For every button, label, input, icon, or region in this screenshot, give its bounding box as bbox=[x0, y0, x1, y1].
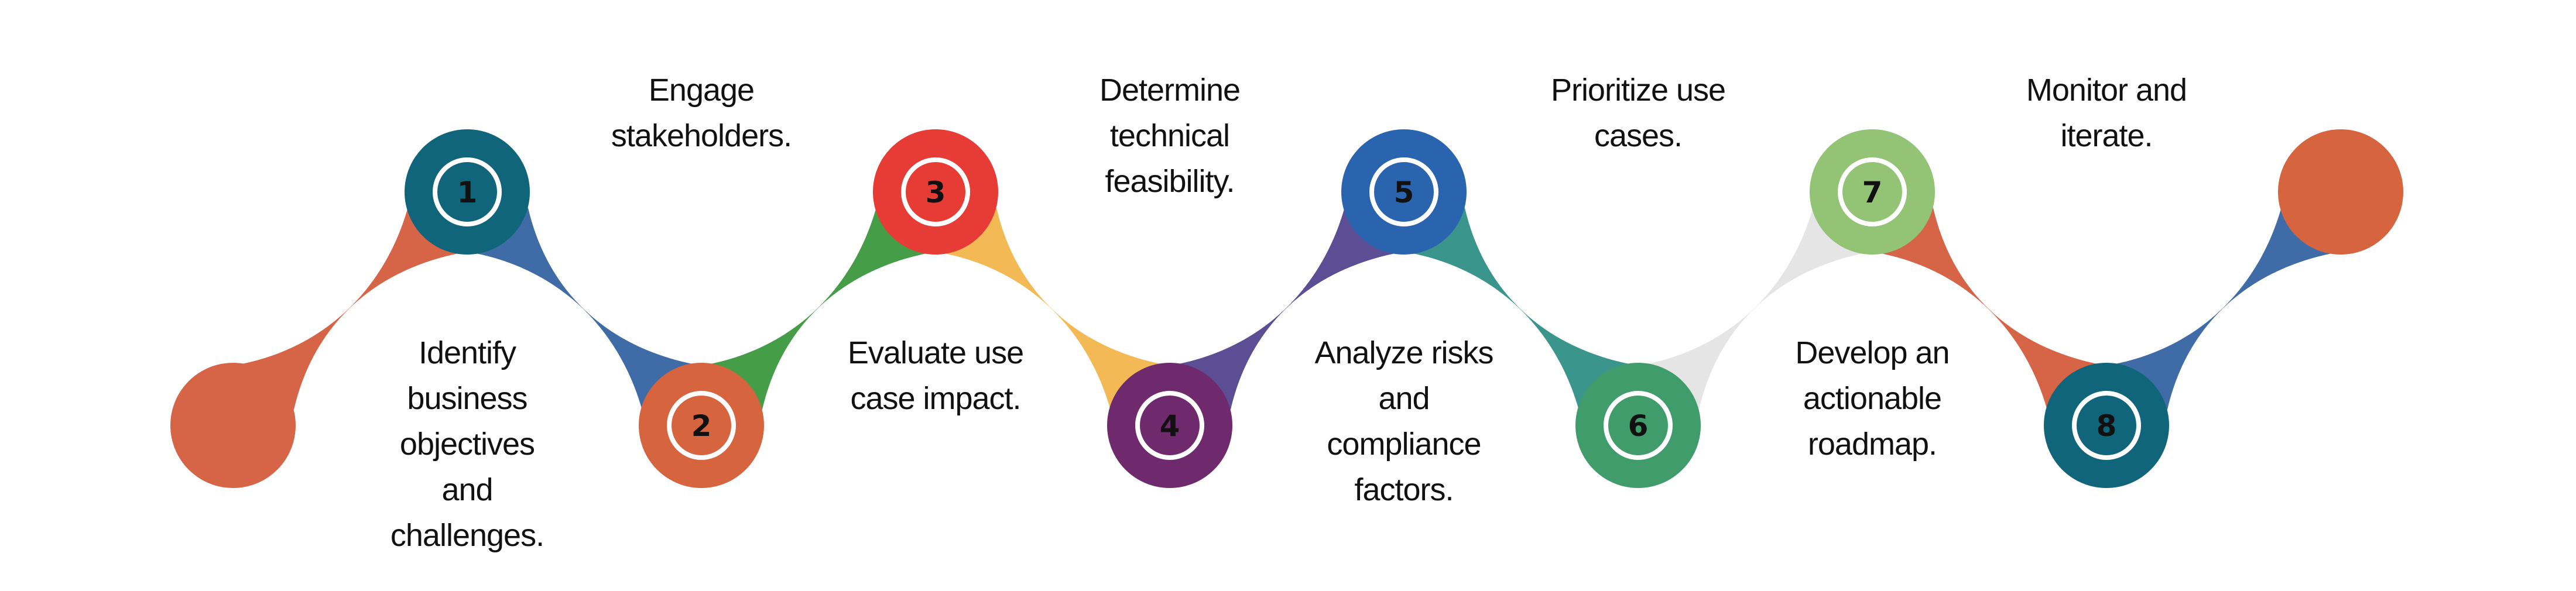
step-label-line: business bbox=[407, 381, 527, 416]
step-inner-ring bbox=[1135, 391, 1204, 460]
step-label-line: Develop an bbox=[1795, 335, 1950, 370]
step-label-3: Evaluate use case impact. bbox=[783, 330, 1088, 421]
connector-band bbox=[1179, 205, 1395, 410]
step-circle bbox=[1810, 129, 1935, 255]
step-label-line: iterate. bbox=[2060, 118, 2153, 153]
step-circle bbox=[1341, 129, 1467, 255]
step-label-7: Develop an actionable roadmap. bbox=[1720, 330, 2025, 467]
step-label-8: Monitor and iterate. bbox=[1954, 67, 2259, 159]
step-label-line: and bbox=[441, 472, 493, 507]
step-inner-ring bbox=[433, 157, 502, 226]
step-label-line: case impact. bbox=[850, 381, 1021, 416]
step-label-line: compliance bbox=[1327, 427, 1481, 462]
connector-band bbox=[476, 208, 693, 413]
step-label-line: roadmap. bbox=[1807, 427, 1937, 462]
step-number: 8 bbox=[2097, 409, 2117, 443]
step-number: 7 bbox=[1862, 176, 1883, 209]
connector-band bbox=[1881, 208, 2098, 413]
step-label-line: feasibility. bbox=[1105, 164, 1235, 199]
step-label-line: Determine bbox=[1099, 73, 1241, 108]
step-label-4: Determine technical feasibility. bbox=[1018, 67, 1322, 204]
step-inner-ring bbox=[1604, 391, 1673, 460]
connector-band bbox=[710, 205, 927, 410]
step-number: 2 bbox=[691, 409, 712, 443]
step-label-5: Analyze risks and compliance factors. bbox=[1252, 330, 1556, 513]
step-label-line: technical bbox=[1109, 118, 1230, 153]
step-circle bbox=[873, 129, 998, 255]
step-label-line: stakeholders. bbox=[611, 118, 792, 153]
step-number: 3 bbox=[926, 176, 946, 209]
connector-band bbox=[1647, 205, 1864, 410]
connector-band bbox=[242, 205, 458, 410]
step-circle bbox=[405, 129, 530, 255]
step-inner-ring bbox=[2072, 391, 2141, 460]
step-label-1: Identify business objectives and challenges. bbox=[315, 330, 619, 558]
step-label-line: factors. bbox=[1354, 472, 1454, 507]
step-inner-ring bbox=[1838, 157, 1907, 226]
step-circle bbox=[1575, 363, 1701, 488]
connector-band bbox=[944, 208, 1161, 413]
step-label-line: Prioritize use bbox=[1550, 73, 1726, 108]
step-inner-ring bbox=[901, 157, 970, 226]
step-label-line: actionable bbox=[1803, 381, 1942, 416]
step-label-line: Identify bbox=[418, 335, 516, 370]
step-number: 5 bbox=[1394, 176, 1414, 209]
step-label-line: challenges. bbox=[390, 518, 544, 553]
step-number: 4 bbox=[1160, 409, 1180, 443]
step-label-2: Engage stakeholders. bbox=[549, 67, 854, 159]
step-circle bbox=[2044, 363, 2169, 488]
step-label-line: cases. bbox=[1594, 118, 1683, 153]
step-label-line: and bbox=[1378, 381, 1430, 416]
connector-band bbox=[2115, 205, 2332, 410]
step-inner-ring bbox=[1369, 157, 1438, 226]
step-number: 1 bbox=[457, 176, 478, 209]
step-label-line: Monitor and bbox=[2026, 73, 2187, 108]
step-inner-ring bbox=[667, 391, 736, 460]
step-label-line: objectives bbox=[399, 427, 535, 462]
step-circle bbox=[639, 363, 764, 488]
step-circle bbox=[1107, 363, 1232, 488]
step-label-line: Analyze risks bbox=[1314, 335, 1493, 370]
step-label-6: Prioritize use cases. bbox=[1486, 67, 1790, 159]
step-label-line: Engage bbox=[648, 73, 755, 108]
start-node bbox=[170, 363, 296, 488]
connector-band bbox=[1413, 208, 1629, 413]
step-label-line: Evaluate use bbox=[847, 335, 1024, 370]
step-number: 6 bbox=[1628, 409, 1649, 443]
end-node bbox=[2278, 129, 2403, 255]
